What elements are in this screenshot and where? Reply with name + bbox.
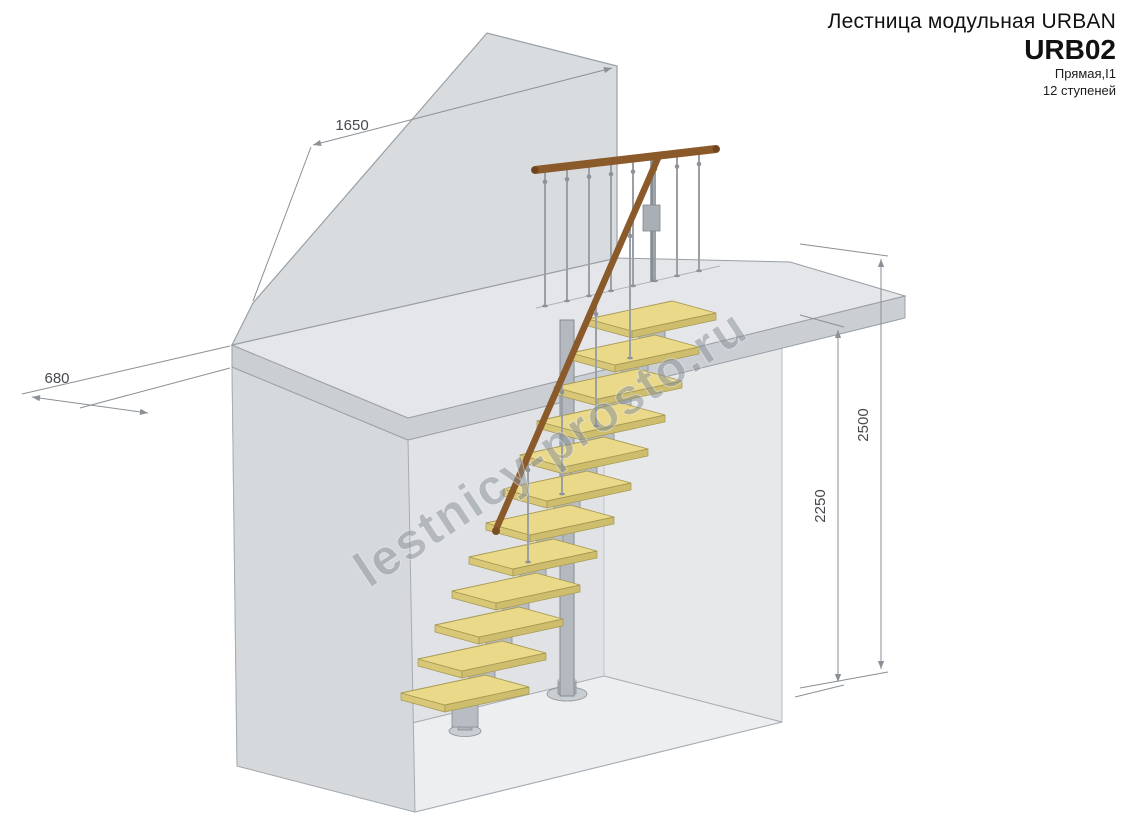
tread-top bbox=[451, 572, 581, 604]
baluster-base bbox=[559, 492, 565, 496]
baluster-base bbox=[525, 560, 531, 564]
baluster-base bbox=[542, 304, 548, 308]
baluster-ball bbox=[696, 161, 702, 167]
baluster-ball bbox=[525, 467, 531, 473]
baluster-base bbox=[630, 284, 636, 288]
landing-handrail bbox=[531, 145, 720, 174]
landing-balusters bbox=[542, 152, 702, 308]
baluster-ball bbox=[586, 174, 592, 180]
room-left-wall bbox=[231, 366, 416, 813]
tread-top bbox=[400, 674, 530, 706]
staircase-treads bbox=[400, 300, 717, 728]
handrail-end-cap bbox=[712, 145, 720, 153]
baluster-ball bbox=[608, 171, 614, 177]
extension-line bbox=[79, 367, 231, 409]
baluster-ball bbox=[627, 233, 633, 239]
baluster-base bbox=[586, 294, 592, 298]
baluster-ball bbox=[593, 311, 599, 317]
product-line: Лестница модульная URBAN bbox=[827, 10, 1116, 33]
stair-handrail bbox=[492, 154, 662, 535]
landing-railing bbox=[531, 145, 720, 308]
dimension-wall-top-width: 1650 bbox=[252, 66, 613, 302]
stair-tread bbox=[502, 470, 632, 524]
baluster-base bbox=[564, 299, 570, 303]
dimension-label-680: 680 bbox=[44, 370, 69, 387]
handrail-curl bbox=[492, 527, 500, 535]
tread-top bbox=[570, 334, 700, 366]
extension-line bbox=[799, 314, 845, 328]
baluster-ball bbox=[559, 389, 565, 395]
extension-line bbox=[252, 146, 312, 302]
baluster-ball bbox=[564, 176, 570, 182]
baluster-base bbox=[627, 356, 633, 360]
baluster-base bbox=[674, 274, 680, 278]
stair-tread bbox=[536, 402, 666, 456]
extension-line bbox=[794, 684, 845, 698]
baluster-base bbox=[696, 269, 702, 273]
tread-top bbox=[502, 470, 632, 502]
baluster-ball bbox=[630, 169, 636, 174]
baluster-base bbox=[593, 424, 599, 428]
extension-line bbox=[21, 345, 231, 395]
stair-balusters bbox=[525, 222, 633, 564]
dimension-line bbox=[31, 394, 149, 416]
stair-tread bbox=[417, 640, 547, 694]
tread-top bbox=[536, 402, 666, 434]
dimension-line bbox=[312, 66, 613, 147]
tread-top bbox=[417, 640, 547, 672]
tread-top bbox=[587, 300, 717, 332]
stair-type: Прямая,I1 bbox=[1054, 66, 1116, 82]
model-code: URB02 bbox=[1024, 34, 1116, 65]
tread-top bbox=[434, 606, 564, 638]
tread-top bbox=[519, 436, 649, 468]
railing-bracket bbox=[642, 204, 661, 232]
dimension-floor-to-landing: 2250 bbox=[794, 314, 845, 698]
baluster-ball bbox=[674, 164, 680, 169]
dimension-total-height: 2500 bbox=[799, 243, 889, 689]
tread-top bbox=[553, 368, 683, 400]
sloped-handrail bbox=[493, 154, 662, 531]
baluster-base bbox=[608, 289, 614, 293]
title-block: Лестница модульная URBAN URB02 Прямая,I1… bbox=[828, 10, 1116, 100]
baluster-ball bbox=[542, 179, 548, 185]
step-count: 12 ступеней bbox=[1042, 83, 1116, 99]
tread-top bbox=[468, 538, 598, 570]
dimension-label-1650: 1650 bbox=[335, 117, 368, 134]
stair-tread bbox=[400, 674, 530, 728]
dimension-label-2500: 2500 bbox=[855, 408, 872, 441]
extension-line bbox=[799, 671, 889, 689]
dimension-landing-depth: 680 bbox=[21, 345, 231, 416]
handrail-end-cap bbox=[531, 166, 539, 174]
stair-tread bbox=[553, 368, 683, 422]
dimension-label-2250: 2250 bbox=[812, 489, 829, 522]
tread-top bbox=[485, 504, 615, 536]
extension-line bbox=[799, 243, 889, 257]
